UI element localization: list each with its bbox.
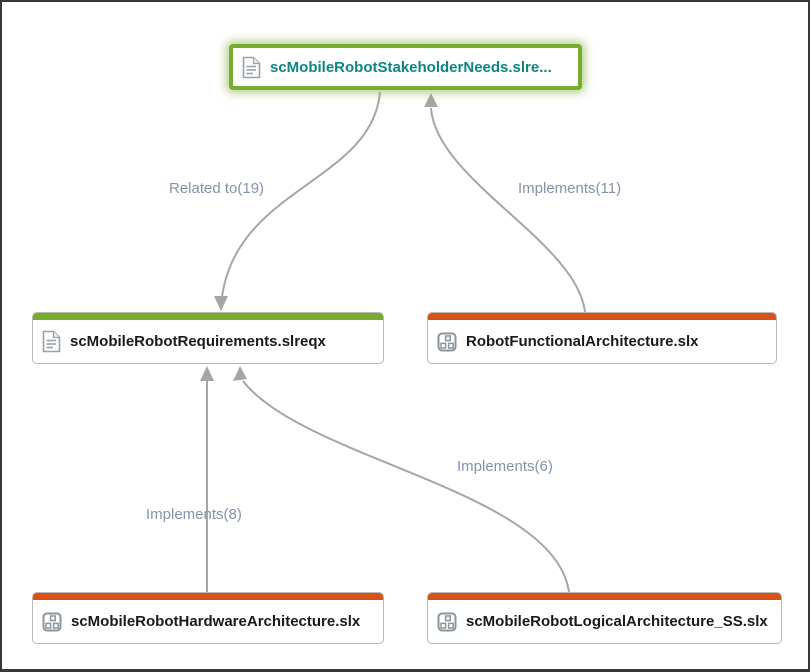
node-accent-bar <box>33 593 383 600</box>
simulink-model-icon <box>42 612 62 632</box>
edge-label-implements-11: Implements(11) <box>518 180 622 197</box>
node-label: scMobileRobotStakeholderNeeds.slre... <box>270 58 552 76</box>
simulink-model-icon <box>437 612 457 632</box>
document-icon <box>42 330 61 353</box>
edge-related-to[interactable] <box>221 91 381 298</box>
arrowhead-implements-11 <box>424 93 438 107</box>
node-stakeholder-needs[interactable]: scMobileRobotStakeholderNeeds.slre... <box>229 44 582 90</box>
node-accent-bar <box>428 593 781 600</box>
arrowhead-implements-6 <box>233 366 247 381</box>
edge-label-implements-8: Implements(8) <box>146 506 242 523</box>
node-logical-architecture[interactable]: scMobileRobotLogicalArchitecture_SS.slx <box>427 592 782 644</box>
arrowhead-implements-8 <box>200 366 214 381</box>
node-requirements[interactable]: scMobileRobotRequirements.slreqx <box>32 312 384 364</box>
node-functional-architecture[interactable]: RobotFunctionalArchitecture.slx <box>427 312 777 364</box>
node-label: scMobileRobotRequirements.slreqx <box>70 333 326 350</box>
simulink-model-icon <box>437 332 457 352</box>
edge-label-related-to: Related to(19) <box>169 180 265 197</box>
edge-implements-6[interactable] <box>242 380 570 593</box>
node-label: scMobileRobotHardwareArchitecture.slx <box>71 613 361 630</box>
node-label: scMobileRobotLogicalArchitecture_SS.slx <box>466 613 768 630</box>
document-icon <box>242 56 261 79</box>
arrowhead-related-to <box>214 296 228 311</box>
node-label: RobotFunctionalArchitecture.slx <box>466 333 699 350</box>
node-hardware-architecture[interactable]: scMobileRobotHardwareArchitecture.slx <box>32 592 384 644</box>
node-accent-bar <box>428 313 776 320</box>
node-accent-bar <box>33 313 383 320</box>
edge-label-implements-6: Implements(6) <box>457 458 553 475</box>
edge-implements-11[interactable] <box>430 107 586 313</box>
